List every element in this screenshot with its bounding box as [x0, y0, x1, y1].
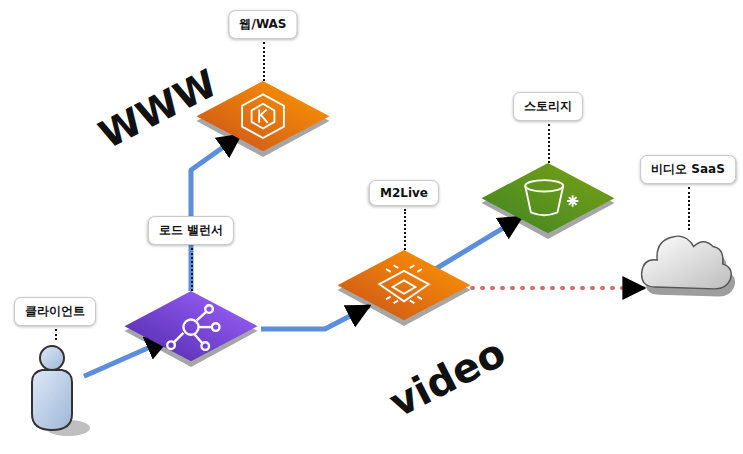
node-label: 비디오 SaaS — [640, 155, 736, 184]
service-node: 비디오 SaaS — [638, 218, 738, 304]
zone-label: video — [382, 329, 513, 426]
bucket-icon — [478, 163, 618, 239]
flow-connector — [261, 306, 369, 329]
leader-line — [55, 329, 57, 340]
zone-label: WWW — [92, 61, 224, 157]
leader-line — [548, 124, 550, 163]
node-label: 스토리지 — [513, 92, 583, 121]
service-node: M2Live — [334, 250, 474, 326]
leader-line — [688, 187, 690, 230]
dashed-connector — [472, 286, 644, 290]
service-node: 클라이언트 — [20, 342, 90, 436]
node-label: 클라이언트 — [14, 297, 96, 326]
person-icon — [20, 342, 90, 436]
leader-line — [404, 209, 406, 250]
service-node: 로드 밸런서 — [121, 291, 261, 367]
node-label: M2Live — [369, 180, 439, 206]
flow-connector — [431, 217, 522, 272]
service-node: 스토리지 — [478, 163, 618, 239]
flow-connector — [191, 135, 240, 291]
cloud-icon — [638, 218, 738, 304]
lb-icon — [121, 291, 261, 367]
leader-line — [263, 42, 265, 81]
chip-icon — [334, 250, 474, 326]
leader-line — [191, 248, 193, 291]
node-label: 웹/WAS — [228, 10, 297, 39]
node-label: 로드 밸런서 — [148, 216, 234, 245]
